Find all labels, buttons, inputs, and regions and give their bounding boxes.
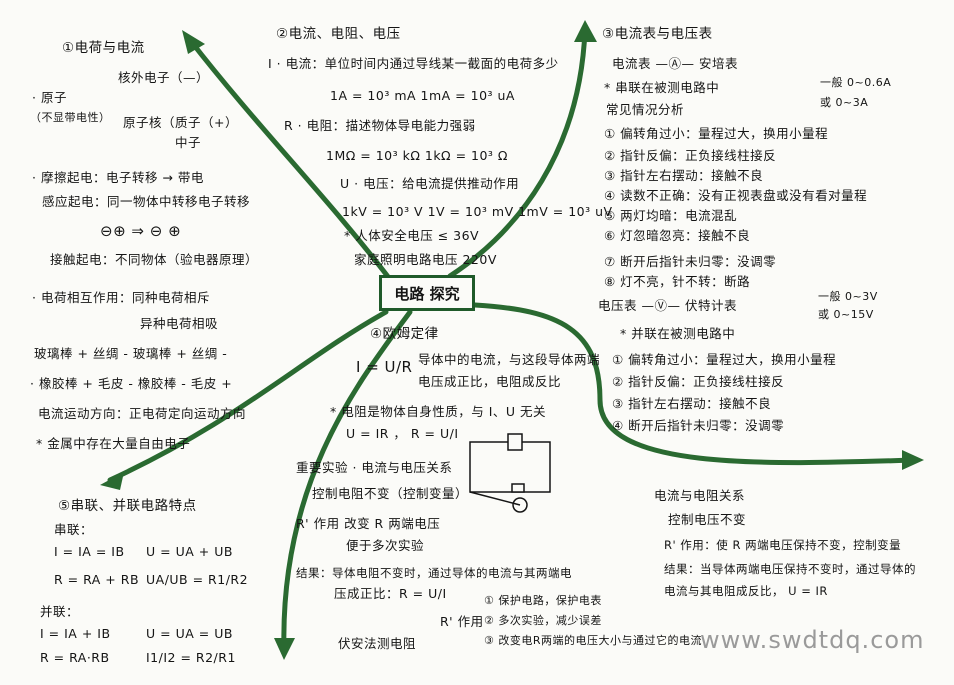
arrowhead-left — [100, 472, 124, 490]
branch2-line: R · 电阻：描述物体导电能力强弱 — [284, 118, 476, 133]
branch4-line: 重要实验 · 电流与电压关系 — [296, 460, 453, 475]
branch5-title: ⑤串联、并联电路特点 — [58, 498, 197, 514]
branch3-line: ③ 指针左右摆动：接触不良 — [604, 168, 764, 183]
branch1-line: （不显带电性） — [30, 111, 111, 124]
branch1-line: 中子 — [175, 135, 202, 150]
branch1-line: 异种电荷相吸 — [140, 316, 219, 331]
branch-line-bottom — [281, 309, 413, 653]
branch4-line: R' 作用：使 R 两端电压保持不变，控制变量 — [664, 538, 902, 552]
branch4-title: ④欧姆定律 — [370, 326, 439, 342]
branch3-line: ⑧ 灯不亮，针不转：断路 — [604, 274, 751, 289]
branch3-line: ④ 断开后指针未归零：没调零 — [612, 418, 785, 433]
branch3-line: ② 指针反偏：正负接线柱接反 — [604, 148, 777, 163]
branch4-line: 压成正比：R = U/I — [334, 586, 447, 601]
branch3-line: * 并联在被测电路中 — [620, 326, 736, 341]
series-formula: R = RA + RB — [54, 572, 140, 587]
branch2-line: * 人体安全电压 ≤ 36V — [344, 228, 480, 243]
branch4-line: ③ 改变电R两端的电压大小与通过它的电流 — [484, 634, 702, 647]
branch3-line: ⑦ 断开后指针未归零：没调零 — [604, 254, 777, 269]
branch3-line: ⑥ 灯忽暗忽亮：接触不良 — [604, 228, 751, 243]
branch3-line: 电压表 —Ⓥ— 伏特计表 — [598, 298, 737, 313]
branch1-line: · 电荷相互作用：同种电荷相斥 — [32, 290, 210, 305]
branch2-line: 家庭照明电路电压 220V — [354, 252, 497, 267]
arrowhead-top-left — [182, 30, 205, 54]
branch1-line: * 金属中存在大量自由电子 — [36, 436, 191, 451]
branch4-line: 导体中的电流，与这段导体两端 — [418, 352, 601, 367]
branch2-line: 1MΩ = 10³ kΩ 1kΩ = 10³ Ω — [326, 148, 508, 163]
branch3-line: ① 偏转角过小：量程过大，换用小量程 — [612, 352, 837, 367]
branch-line-left — [107, 309, 389, 483]
branch4-line: ① 保护电路，保护电表 — [484, 594, 602, 607]
branch3-line: 或 0~3A — [820, 96, 869, 109]
series-formula: UA/UB = R1/R2 — [146, 572, 249, 587]
branch3-line: 常见情况分析 — [606, 102, 685, 117]
branch4-line: U = IR ， R = U/I — [346, 426, 459, 441]
branch1-line: ⊖⊕ ⇒ ⊖ ⊕ — [100, 222, 182, 240]
arrowhead-top — [574, 20, 597, 42]
branch1-line: · 摩擦起电：电子转移 → 带电 — [32, 170, 204, 185]
branch4-line: R' 作用 — [440, 614, 484, 629]
branch2-line: 1A = 10³ mA 1mA = 10³ uA — [330, 88, 515, 103]
branch4-line: 便于多次实验 — [346, 538, 425, 553]
branch4-line: 结果：当导体两端电压保持不变时，通过导体的 — [664, 562, 916, 576]
branch1-line: 电流运动方向：正电荷定向运动方向 — [38, 406, 247, 421]
series-formula: U = UA + UB — [146, 544, 233, 559]
branch1-line: 感应起电：同一物体中转移电子转移 — [42, 194, 251, 209]
series-label: 串联： — [54, 522, 94, 537]
branch3-line: ⑤ 两灯均暗：电流混乱 — [604, 208, 738, 223]
parallel-formula: U = UA = UB — [146, 626, 233, 641]
parallel-formula: R = RA·RB — [40, 650, 110, 665]
branch1-line: · 原子 — [32, 90, 67, 105]
branch3-title: ③电流表与电压表 — [602, 26, 713, 42]
branch4-line: ② 多次实验，减少误差 — [484, 614, 602, 627]
branch1-line: 原子核（质子（+） — [123, 115, 238, 130]
branch3-line: 一般 0~3V — [818, 290, 878, 303]
branch4-line: 电流与其电阻成反比， U = IR — [664, 584, 828, 598]
branch3-line: ④ 读数不正确：没有正视表盘或没有看对量程 — [604, 188, 868, 203]
branch4-line: 伏安法测电阻 — [338, 636, 417, 651]
branch4-line: 电压成正比，电阻成反比 — [418, 374, 562, 389]
branch2-title: ②电流、电阻、电压 — [276, 26, 401, 42]
branch3-line: 或 0~15V — [818, 308, 874, 321]
branch4-line: * 电阻是物体自身性质，与 I、U 无关 — [330, 404, 547, 419]
branch1-line: 核外电子（—） — [118, 70, 210, 85]
branch4-line: 控制电压不变 — [668, 512, 747, 527]
branch-line-top — [447, 27, 588, 279]
arrowhead-bottom — [274, 638, 295, 660]
center-topic: 电路 探究 — [379, 275, 475, 311]
branch2-line: U · 电压：给电流提供推动作用 — [340, 176, 520, 191]
arrowhead-right — [902, 450, 924, 470]
parallel-formula: I1/I2 = R2/R1 — [146, 650, 236, 665]
branch3-line: ② 指针反偏：正负接线柱接反 — [612, 374, 785, 389]
branch4-line: 结果：导体电阻不变时，通过导体的电流与其两端电 — [296, 566, 572, 580]
parallel-label: 并联： — [40, 604, 80, 619]
branch3-line: * 串联在被测电路中 — [604, 80, 720, 95]
branch2-line: 1kV = 10³ V 1V = 10³ mV 1mV = 10³ uV — [342, 204, 613, 219]
branch4-line: 控制电阻不变（控制变量） — [312, 486, 469, 501]
branch-line-right — [472, 302, 919, 466]
branch1-line: · 橡胶棒 + 毛皮 - 橡胶棒 - 毛皮 + — [30, 376, 233, 391]
branch-line-top-left — [187, 37, 395, 285]
branch3-line: 电流表 —Ⓐ— 安培表 — [612, 56, 738, 71]
parallel-formula: I = IA + IB — [40, 626, 111, 641]
branch3-line: ③ 指针左右摆动：接触不良 — [612, 396, 772, 411]
branch4-line: I = U/R — [356, 358, 413, 376]
branch4-line: 电流与电阻关系 — [654, 488, 746, 503]
branch3-line: ① 偏转角过小：量程过大，换用小量程 — [604, 126, 829, 141]
branch1-line: 玻璃棒 + 丝绸 - 玻璃棒 + 丝绸 - — [34, 346, 228, 361]
branch3-line: 一般 0~0.6A — [820, 76, 892, 89]
series-formula: I = IA = IB — [54, 544, 125, 559]
branch2-line: I · 电流：单位时间内通过导线某一截面的电荷多少 — [268, 56, 559, 71]
branch1-line: 接触起电：不同物体（验电器原理） — [50, 252, 259, 267]
watermark: www.swdtdq.com — [700, 626, 925, 654]
branch1-title: ①电荷与电流 — [62, 40, 145, 56]
branch4-line: R' 作用 改变 R 两端电压 — [296, 516, 441, 531]
